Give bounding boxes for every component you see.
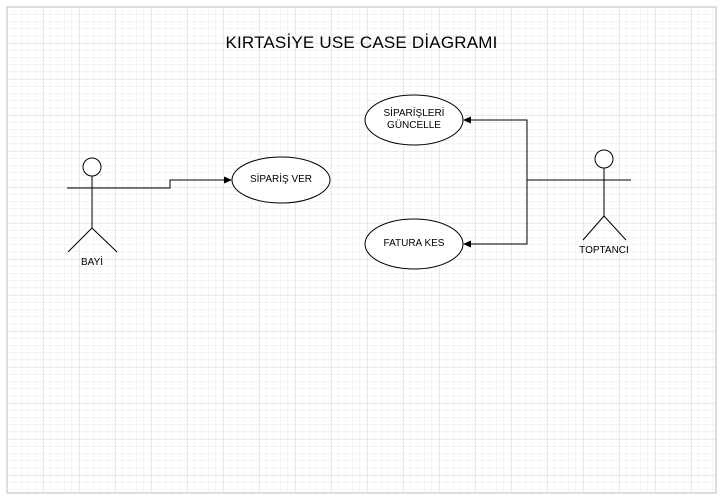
use-case-fatura-kes-label: FATURA KES [383, 238, 445, 249]
actor-bayi-label: BAYİ [80, 257, 104, 268]
use-case-siparisleri-guncelle-label-line1: SİPARİŞLERİ [383, 108, 445, 119]
connector-bayi-siparis-ver [117, 176, 232, 189]
use-case-siparisleri-guncelle-label-line2: GÜNCELLE [387, 120, 441, 131]
diagram-title: KIRTASİYE USE CASE DİAGRAMI [225, 33, 498, 52]
actor-bayi-figure[interactable] [67, 157, 118, 253]
grid-background [6, 6, 717, 494]
connector-toptanci-siparisleri-guncelle [463, 116, 578, 181]
actor-toptanci-figure[interactable] [578, 149, 631, 241]
actor-toptanci-label: TOPTANCI [579, 245, 629, 256]
use-case-siparis-ver-label: SİPARİŞ VER [249, 174, 313, 185]
connector-toptanci-fatura-kes [463, 180, 528, 248]
use-case-siparis-ver[interactable] [231, 156, 331, 204]
